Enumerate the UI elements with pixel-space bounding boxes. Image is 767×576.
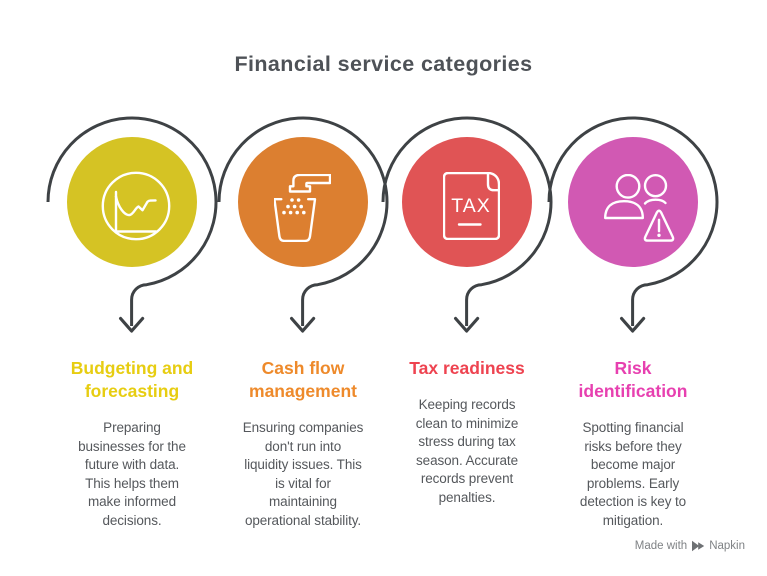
category-heading: Cash flow management: [249, 358, 357, 401]
tax-icon-label: TAX: [451, 195, 490, 217]
category-description: Keeping records clean to minimize stress…: [415, 397, 519, 505]
category-description: Spotting financial risks before they bec…: [579, 420, 687, 528]
category-column-budgeting: Budgeting and forecasting Preparing busi…: [52, 357, 212, 530]
tax-document-icon: TAX: [443, 172, 500, 240]
category-heading: Risk identification: [578, 358, 688, 401]
category-circle-cashflow: [235, 134, 371, 270]
category-circle-budgeting: [64, 134, 200, 270]
category-circle-tax: TAX: [399, 134, 535, 270]
category-heading: Tax readiness: [409, 358, 525, 378]
faucet-water-icon: [274, 174, 331, 242]
category-column-cashflow: Cash flow management Ensuring companies …: [223, 357, 383, 530]
category-column-risk: Risk identification Spotting financial r…: [553, 357, 713, 530]
line-chart-icon: [101, 171, 171, 241]
watermark-brand: Napkin: [709, 540, 745, 552]
people-warning-icon: [604, 174, 675, 242]
category-column-tax: Tax readiness Keeping records clean to m…: [387, 357, 547, 507]
category-circle-risk: [565, 134, 701, 270]
category-heading: Budgeting and forecasting: [70, 358, 194, 401]
category-description: Preparing businesses for the future with…: [78, 420, 186, 528]
category-description: Ensuring companies don't run into liquid…: [242, 420, 364, 528]
page-title: Financial service categories: [234, 52, 533, 76]
watermark-text: Made with: [634, 540, 688, 552]
napkin-logo-icon: [692, 540, 705, 552]
made-with-napkin-badge[interactable]: Made with Napkin: [635, 540, 745, 552]
